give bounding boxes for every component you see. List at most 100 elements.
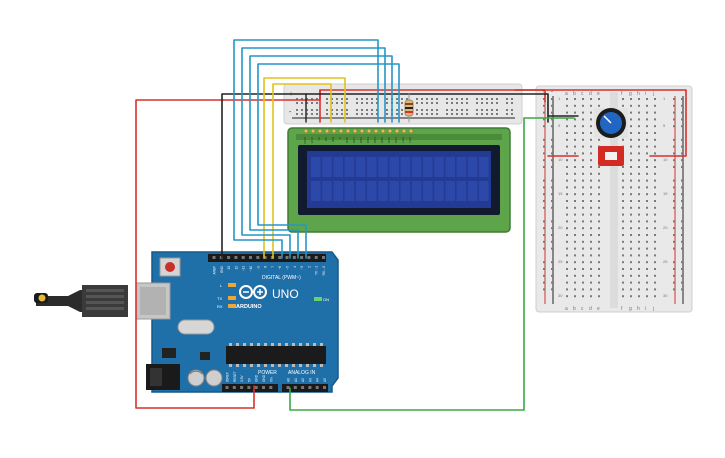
breadboard-hole	[646, 104, 648, 107]
row-number: 30	[558, 293, 563, 298]
breadboard-hole	[646, 254, 648, 257]
breadboard-hole	[638, 200, 640, 202]
reset-button[interactable]	[165, 262, 175, 272]
breadboard-hole	[622, 227, 624, 230]
breadboard-hole	[456, 113, 458, 115]
breadboard-hole	[630, 98, 632, 100]
breadboard-hole	[421, 102, 423, 104]
breadboard-hole	[654, 166, 656, 168]
breadboard-hole	[491, 113, 493, 115]
lcd-pin-label: DB0	[345, 137, 349, 143]
digital-pin	[278, 256, 282, 259]
power-pin	[225, 386, 229, 389]
breadboard-hole	[421, 113, 423, 115]
breadboard-hole	[466, 113, 468, 115]
breadboard-hole	[630, 200, 632, 202]
breadboard-hole	[654, 132, 656, 134]
breadboard-hole	[598, 200, 600, 202]
potentiometer[interactable]	[594, 108, 628, 138]
breadboard-hole	[590, 206, 592, 209]
breadboard-hole	[346, 102, 348, 104]
breadboard-hole	[356, 109, 358, 111]
breadboard-hole	[582, 200, 584, 202]
breadboard-hole	[673, 179, 675, 182]
breadboard-hole	[574, 152, 576, 155]
breadboard-hole	[496, 113, 498, 115]
breadboard-hole	[551, 145, 553, 148]
breadboard-hole	[566, 213, 568, 216]
breadboard-hole	[511, 113, 513, 115]
breadboard-hole	[590, 247, 592, 250]
breadboard-hole	[590, 227, 592, 230]
power-pin-label: GND	[262, 374, 266, 382]
breadboard-hole	[341, 113, 343, 115]
power-pin	[232, 386, 236, 389]
breadboard-hole	[326, 102, 328, 104]
breadboard-hole	[543, 152, 545, 155]
breadboard-hole	[543, 98, 545, 100]
column-label: j	[652, 306, 654, 312]
breadboard-hole	[316, 109, 318, 111]
breadboard-hole	[654, 138, 656, 141]
breadboard-hole	[574, 268, 576, 270]
breadboard-hole	[646, 159, 648, 162]
lcd-cell	[322, 157, 332, 177]
column-label: a	[565, 306, 568, 312]
breadboard-hole	[630, 261, 632, 264]
breadboard-hole	[456, 109, 458, 111]
breadboard-hole	[551, 186, 553, 189]
breadboard-hole	[401, 113, 403, 115]
breadboard-hole	[416, 109, 418, 111]
digital-pin	[227, 256, 231, 259]
breadboard-hole	[622, 234, 624, 236]
breadboard-hole	[371, 98, 373, 100]
breadboard-hole	[461, 109, 463, 111]
breadboard-hole	[476, 102, 478, 104]
breadboard-hole	[371, 102, 373, 104]
lcd-cell	[378, 181, 388, 201]
breadboard-hole	[431, 102, 433, 104]
breadboard-hole	[543, 240, 545, 243]
lcd-cell	[367, 181, 377, 201]
breadboard-hole	[456, 102, 458, 104]
breadboard-hole	[551, 247, 553, 250]
digital-pin	[263, 256, 267, 259]
breadboard-hole	[574, 172, 576, 175]
breadboard-hole	[566, 104, 568, 107]
breadboard-hole	[590, 166, 592, 168]
breadboard-hole	[630, 186, 632, 189]
breadboard-hole	[426, 102, 428, 104]
breadboard-hole	[543, 125, 545, 128]
breadboard-hole	[630, 206, 632, 209]
breadboard-hole	[681, 234, 683, 236]
breadboard-hole	[598, 295, 600, 298]
slide-switch[interactable]	[598, 146, 624, 166]
breadboard-hole	[506, 98, 508, 100]
breadboard-hole	[551, 152, 553, 155]
lcd-pin	[387, 128, 393, 134]
breadboard-hole	[598, 206, 600, 209]
right-rail-minus-label: -	[551, 89, 553, 95]
breadboard-hole	[590, 240, 592, 243]
breadboard-hole	[511, 102, 513, 104]
wires	[135, 39, 687, 411]
switch-toggle-icon[interactable]	[605, 152, 617, 160]
breadboard-hole	[566, 125, 568, 128]
breadboard-hole	[630, 118, 632, 121]
lcd-pin	[352, 128, 358, 134]
breadboard-hole	[646, 125, 648, 128]
breadboard-hole	[654, 206, 656, 209]
breadboard-hole	[630, 111, 632, 114]
breadboard-hole	[598, 172, 600, 175]
breadboard-hole	[646, 111, 648, 114]
breadboard-hole	[401, 102, 403, 104]
breadboard-hole	[566, 159, 568, 162]
breadboard-hole	[622, 261, 624, 264]
breadboard-hole	[646, 261, 648, 264]
breadboard-hole	[336, 98, 338, 100]
breadboard-hole	[646, 227, 648, 230]
lcd-cell	[311, 157, 321, 177]
breadboard-hole	[331, 98, 333, 100]
breadboard-hole	[574, 132, 576, 134]
